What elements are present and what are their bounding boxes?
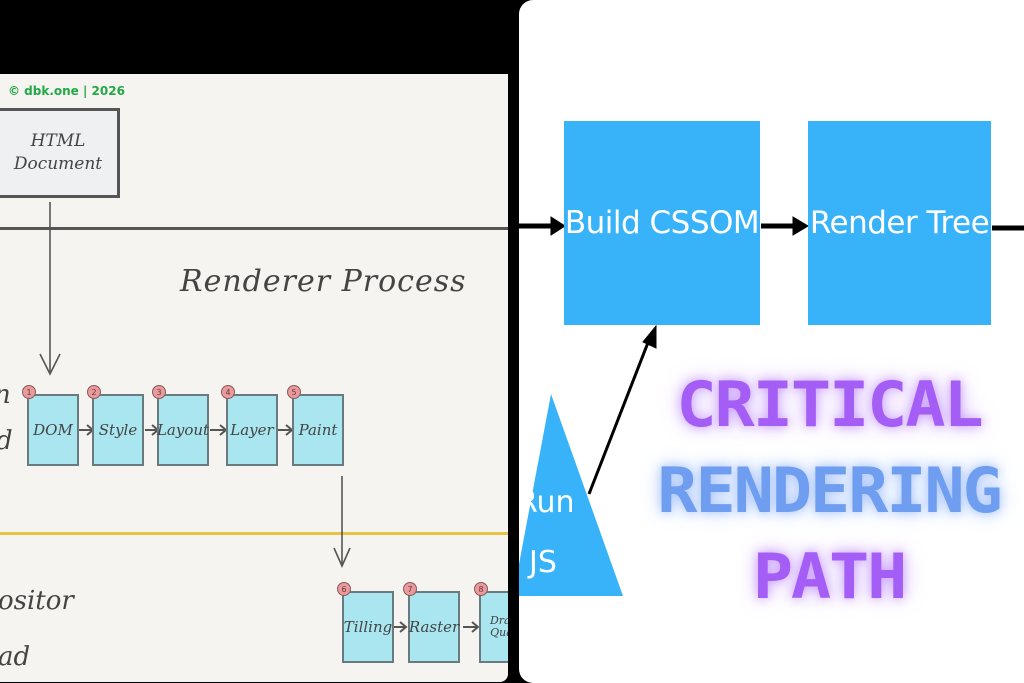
compositor-label-fragment-1: ositor bbox=[0, 586, 74, 616]
step-number-badge: 7 bbox=[403, 582, 417, 596]
step-label: Draw Quad bbox=[489, 613, 508, 639]
step-label: Layout bbox=[156, 420, 210, 439]
step-style: Style bbox=[92, 394, 144, 466]
html-document-box: HTML Document bbox=[0, 108, 120, 198]
js-to-cssom-arrowhead bbox=[642, 324, 657, 349]
step-dom: DOM bbox=[27, 394, 79, 466]
run-js-label-line-2: JS bbox=[529, 545, 557, 580]
html-document-line-2: Document bbox=[13, 154, 103, 174]
step-number-badge: 5 bbox=[287, 385, 301, 399]
step-label: Tilling bbox=[343, 617, 393, 636]
step-paint: Paint bbox=[292, 394, 344, 466]
step-layout: Layout bbox=[157, 394, 209, 466]
into-cssom-arrowhead bbox=[550, 216, 566, 236]
html-document-line-1: HTML bbox=[30, 131, 86, 152]
title-line-critical: CRITICAL bbox=[676, 368, 983, 441]
build-cssom-label: Build CSSOM bbox=[564, 205, 760, 241]
renderer-process-diagram: © dbk.one | 2026 HTML Document Renderer … bbox=[0, 74, 508, 682]
step-draw-quad: Draw Quad bbox=[479, 591, 508, 663]
step-label: DOM bbox=[33, 420, 73, 439]
step-label: Raster bbox=[408, 617, 460, 636]
main-thread-label-fragment-2: d bbox=[0, 426, 13, 456]
step-label: Paint bbox=[298, 420, 338, 439]
step-raster: Raster bbox=[408, 591, 460, 663]
cssom-to-render-tree-arrowhead bbox=[792, 216, 809, 236]
step-number-badge: 6 bbox=[337, 582, 351, 596]
step-label: Style bbox=[98, 420, 138, 439]
thread-divider-line bbox=[0, 532, 508, 535]
right-arrows bbox=[519, 216, 1024, 596]
step-label: Layer bbox=[230, 420, 274, 439]
js-to-cssom-arrow bbox=[587, 339, 651, 495]
critical-rendering-path-diagram: Build CSSOM Render Tree Run JS CRITICAL … bbox=[519, 0, 1024, 683]
process-divider-line bbox=[0, 227, 508, 230]
step-number-badge: 2 bbox=[87, 385, 101, 399]
step-number-badge: 1 bbox=[22, 385, 36, 399]
build-cssom-box: Build CSSOM bbox=[564, 121, 760, 325]
paint-to-tilling-arrowhead bbox=[333, 547, 351, 568]
run-js-triangle bbox=[519, 394, 623, 596]
step-number-badge: 4 bbox=[221, 385, 235, 399]
doc-to-dom-arrowhead bbox=[39, 353, 61, 376]
step-number-badge: 8 bbox=[474, 582, 488, 596]
title-line-path: PATH bbox=[752, 540, 908, 613]
step-layer: Layer bbox=[226, 394, 278, 466]
critical-rendering-path-title: CRITICAL RENDERING PATH bbox=[619, 362, 1024, 620]
run-js-label-line-1: Run bbox=[519, 485, 575, 520]
compositor-label-fragment-2: ad bbox=[0, 642, 31, 672]
title-line-rendering: RENDERING bbox=[657, 454, 1003, 527]
step-number-badge: 3 bbox=[152, 385, 166, 399]
step-tilling: Tilling bbox=[342, 591, 394, 663]
renderer-process-title: Renderer Process bbox=[180, 264, 467, 299]
main-thread-label-fragment-1: n bbox=[0, 380, 11, 410]
watermark: © dbk.one | 2026 bbox=[8, 84, 125, 98]
render-tree-box: Render Tree bbox=[808, 121, 991, 325]
render-tree-label: Render Tree bbox=[809, 205, 990, 241]
